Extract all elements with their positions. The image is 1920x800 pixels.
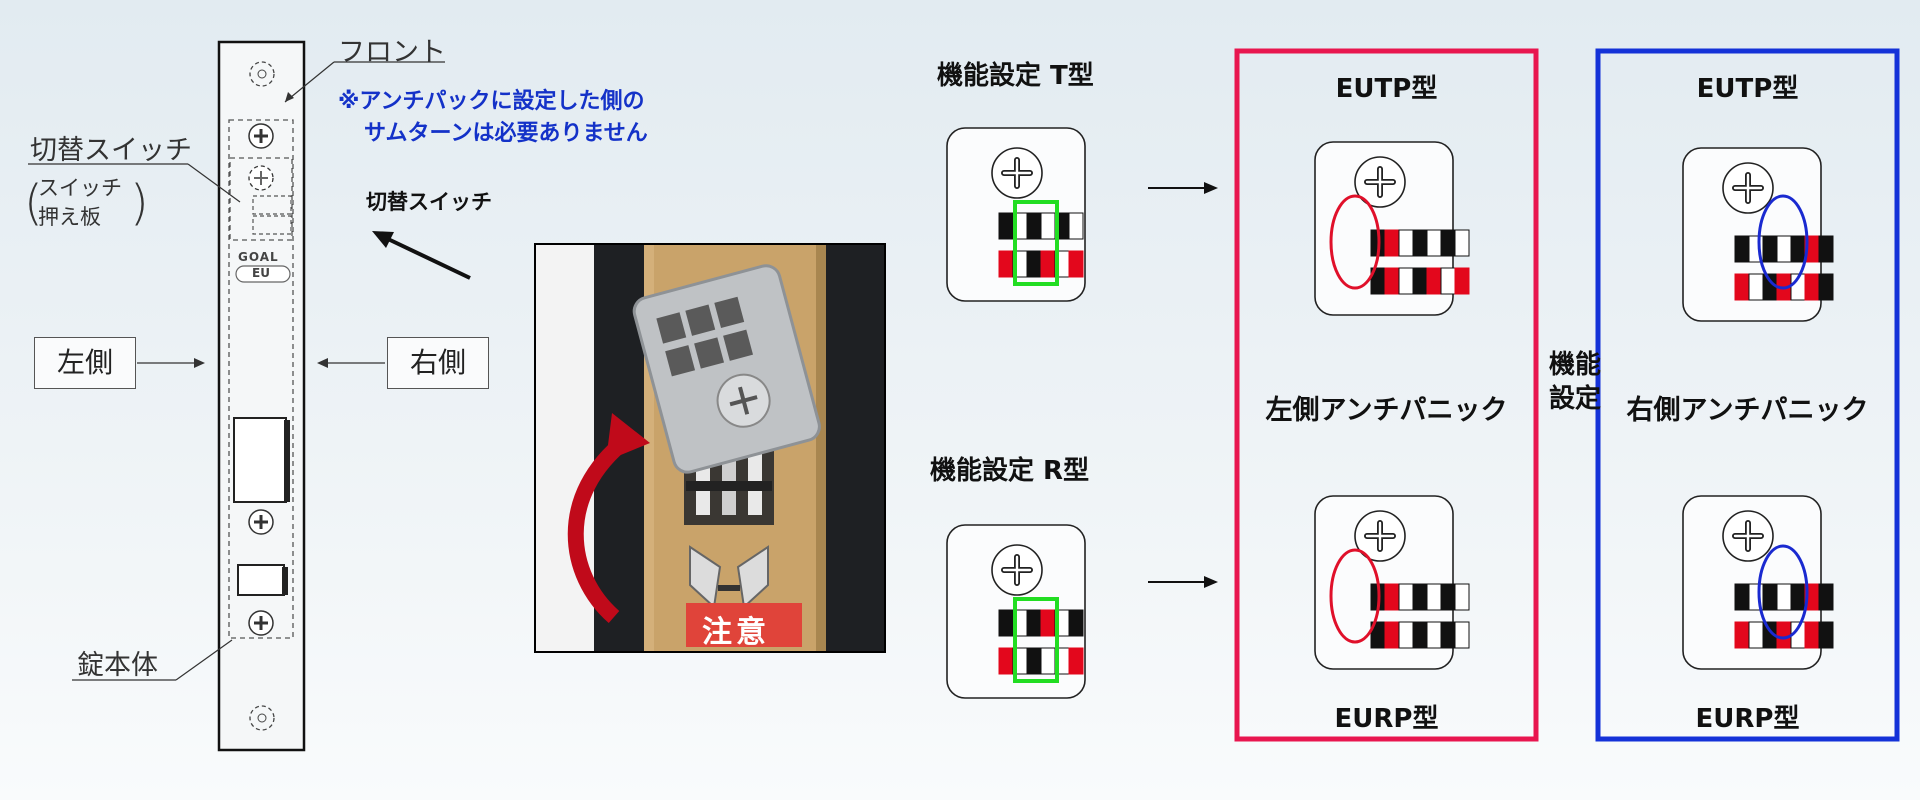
screw-icon-2 <box>248 165 274 191</box>
t-type-switch-tile <box>946 127 1086 302</box>
screw-icon <box>991 544 1043 596</box>
right-panel-bottom-label: EURP型 <box>1695 704 1800 734</box>
left-panel-bottom-label: EURP型 <box>1334 704 1439 734</box>
switch-sub-label: スイッチ 押え板 <box>38 176 122 229</box>
front-label: フロント <box>338 37 446 68</box>
left-eutp-switch-tile <box>1314 141 1470 316</box>
r-type-switch-tile <box>946 524 1086 699</box>
dead-bolt <box>237 564 285 596</box>
switch-label: 切替スイッチ <box>30 135 192 166</box>
left-panel-top-label: EUTP型 <box>1335 74 1438 104</box>
right-panel-border <box>1595 48 1900 742</box>
paren-right: ) <box>130 175 149 231</box>
screw-icon-3 <box>248 509 274 535</box>
screw-icon <box>1354 156 1406 208</box>
switch-photo-drawing <box>536 245 884 651</box>
paren-left: ( <box>24 175 43 231</box>
right-panel-top-label: EUTP型 <box>1696 74 1799 104</box>
left-panel-middle-label: 左側アンチパニック <box>1265 395 1508 426</box>
caution-label: 注意 <box>702 615 770 650</box>
brand-badge <box>235 265 291 283</box>
right-panel-middle-label: 右側アンチパニック <box>1626 395 1869 426</box>
right-eurp-switch-tile <box>1682 495 1834 670</box>
screw-icon <box>1722 162 1774 214</box>
screw-icon <box>991 147 1043 199</box>
left-side-label: 左側 <box>34 337 136 389</box>
function-setting-side-label: 機能 設定 <box>1549 350 1602 414</box>
screw-icon-4 <box>248 610 274 636</box>
lock-body-label: 錠本体 <box>77 650 158 681</box>
note-line-1: ※アンチパックに設定した側の <box>338 89 645 114</box>
switch-cover-outline <box>229 157 293 241</box>
switch-photo: 注意 <box>534 243 886 653</box>
left-eurp-switch-tile <box>1314 495 1470 670</box>
left-panel-border <box>1234 48 1539 742</box>
t-type-label: 機能設定 T型 <box>937 61 1094 91</box>
top-screw-hole-icon <box>249 61 275 87</box>
note-line-2: サムターンは必要ありません <box>364 121 648 146</box>
lock-body-outline <box>228 119 294 639</box>
switch-sub-label-group: ( スイッチ 押え板 ) <box>24 172 154 238</box>
screw-icon <box>1354 510 1406 562</box>
r-type-label: 機能設定 R型 <box>930 456 1090 486</box>
caution-label-bg <box>686 603 802 647</box>
photo-switch-label: 切替スイッチ <box>366 190 492 214</box>
latch-bolt <box>233 417 287 503</box>
bottom-screw-hole-icon <box>249 705 275 731</box>
right-eutp-switch-tile <box>1682 147 1834 322</box>
screw-icon-1 <box>248 123 274 149</box>
screw-icon <box>1722 510 1774 562</box>
brand-top-text: GOAL <box>238 250 279 264</box>
brand-bottom-text: EU <box>252 266 270 280</box>
right-side-label: 右側 <box>387 337 489 389</box>
